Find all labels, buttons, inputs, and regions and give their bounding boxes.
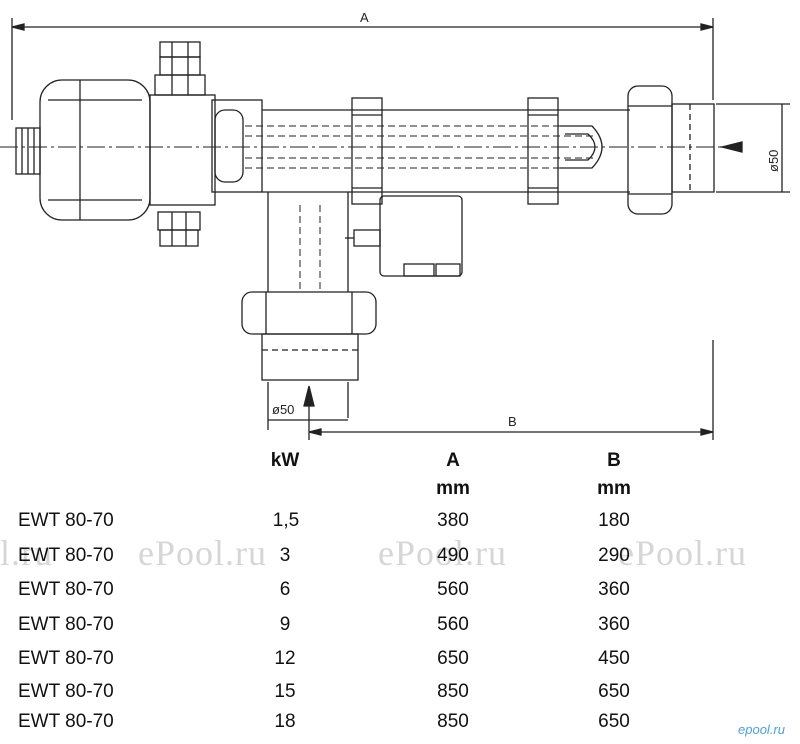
cell-kw: 6 bbox=[279, 579, 291, 600]
cell-model: EWT 80-70 bbox=[18, 510, 114, 531]
cell-kw: 1,5 bbox=[272, 510, 300, 531]
cell-a: 850 bbox=[437, 711, 469, 732]
watermark: ePool.ru bbox=[378, 533, 507, 573]
cell-kw: 3 bbox=[279, 545, 291, 566]
dimension-b-label: B bbox=[508, 414, 517, 429]
unit-a: mm bbox=[436, 478, 470, 499]
cell-a: 380 bbox=[437, 510, 469, 531]
cell-b: 180 bbox=[598, 510, 630, 531]
cell-model: EWT 80-70 bbox=[18, 545, 114, 566]
right-union bbox=[627, 85, 715, 215]
control-head bbox=[15, 79, 263, 221]
heater-technical-drawing: A B ø50 ø50 bbox=[0, 10, 790, 440]
cell-b: 650 bbox=[598, 681, 630, 702]
bottom-bolt bbox=[157, 211, 201, 247]
dimension-bottom-diameter-label: ø50 bbox=[272, 402, 294, 417]
branch-tube bbox=[241, 192, 377, 381]
cell-kw: 18 bbox=[274, 711, 296, 732]
cell-b: 360 bbox=[598, 614, 630, 635]
watermark: ePool.ru bbox=[138, 533, 267, 573]
cell-b: 290 bbox=[598, 545, 630, 566]
site-logo: epool.ru bbox=[738, 722, 785, 737]
dimension-right-diameter-label: ø50 bbox=[766, 150, 781, 172]
cell-model: EWT 80-70 bbox=[18, 614, 114, 635]
header-a: A bbox=[446, 450, 460, 471]
cell-b: 360 bbox=[598, 579, 630, 600]
header-kw: kW bbox=[270, 450, 300, 471]
cell-model: EWT 80-70 bbox=[18, 681, 114, 702]
header-b: B bbox=[607, 450, 621, 471]
unit-b: mm bbox=[597, 478, 631, 499]
dimension-right-diameter bbox=[716, 103, 790, 193]
watermark: l.ru bbox=[0, 533, 53, 573]
heating-element bbox=[245, 125, 595, 169]
cell-a: 560 bbox=[437, 614, 469, 635]
watermark: ePool.ru bbox=[618, 533, 747, 573]
junction-box bbox=[345, 195, 463, 277]
cell-a: 650 bbox=[437, 648, 469, 669]
dimension-a-label: A bbox=[360, 10, 369, 25]
cell-kw: 9 bbox=[279, 614, 291, 635]
top-bolt bbox=[154, 41, 206, 96]
dimension-bottom-diameter bbox=[267, 382, 349, 430]
cell-kw: 15 bbox=[274, 681, 296, 702]
dimension-a bbox=[11, 18, 714, 120]
cell-a: 490 bbox=[437, 545, 469, 566]
cell-kw: 12 bbox=[274, 648, 296, 669]
cell-a: 850 bbox=[437, 681, 469, 702]
dimension-b bbox=[308, 340, 714, 440]
cell-model: EWT 80-70 bbox=[18, 711, 114, 732]
cell-a: 560 bbox=[437, 579, 469, 600]
main-tube bbox=[262, 97, 630, 205]
cell-model: EWT 80-70 bbox=[18, 648, 114, 669]
cell-b: 650 bbox=[598, 711, 630, 732]
cell-model: EWT 80-70 bbox=[18, 579, 114, 600]
cell-b: 450 bbox=[598, 648, 630, 669]
